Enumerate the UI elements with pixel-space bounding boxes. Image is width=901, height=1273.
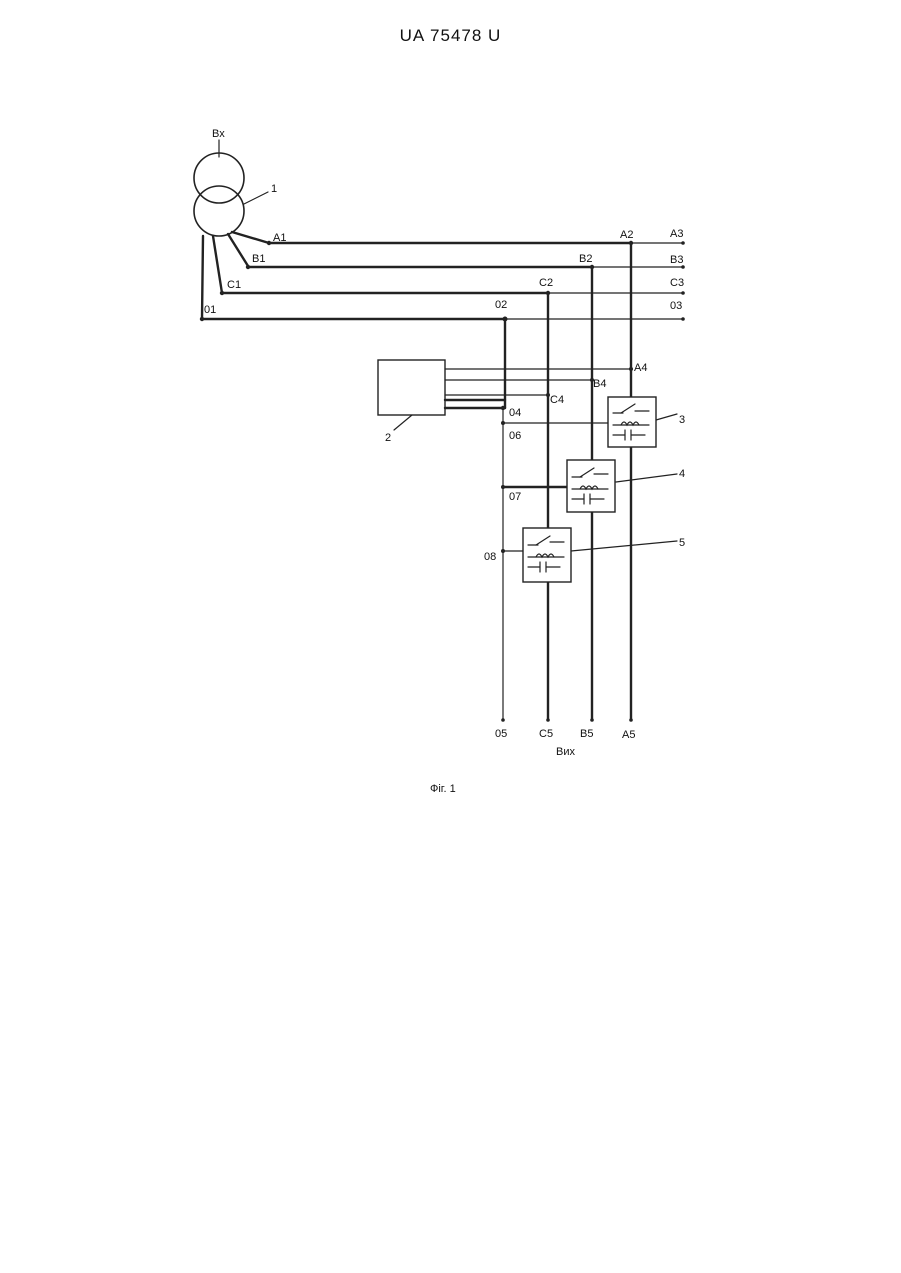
label-B2: B2 bbox=[579, 253, 592, 265]
label-O6: 06 bbox=[509, 430, 521, 442]
label-ref-2: 2 bbox=[385, 432, 391, 444]
label-C3: C3 bbox=[670, 277, 684, 289]
label-B3: B3 bbox=[670, 254, 683, 266]
label-output: Вих bbox=[556, 746, 575, 758]
bus-lines bbox=[202, 243, 683, 319]
label-ref-3: 3 bbox=[679, 414, 685, 426]
label-ref-4: 4 bbox=[679, 468, 685, 480]
label-C5: C5 bbox=[539, 728, 553, 740]
label-B4: B4 bbox=[593, 378, 606, 390]
figure-caption: Фіг. 1 bbox=[430, 783, 456, 795]
label-A2: A2 bbox=[620, 229, 633, 241]
label-O3: 03 bbox=[670, 300, 682, 312]
label-B1: B1 bbox=[252, 253, 265, 265]
label-O1: 01 bbox=[204, 304, 216, 316]
label-C4: C4 bbox=[550, 394, 564, 406]
label-B5: B5 bbox=[580, 728, 593, 740]
label-C1: C1 bbox=[227, 279, 241, 291]
label-A1: A1 bbox=[273, 232, 286, 244]
label-input: Вх bbox=[212, 128, 225, 140]
relay-5 bbox=[523, 528, 571, 582]
relay-3 bbox=[608, 397, 656, 447]
label-O2: 02 bbox=[495, 299, 507, 311]
label-O7: 07 bbox=[509, 491, 521, 503]
label-O4: 04 bbox=[509, 407, 521, 419]
label-O8: 08 bbox=[484, 551, 496, 563]
label-ref-1: 1 bbox=[271, 183, 277, 195]
label-C2: C2 bbox=[539, 277, 553, 289]
label-A5: A5 bbox=[622, 729, 635, 741]
transformer bbox=[194, 140, 268, 236]
label-ref-5: 5 bbox=[679, 537, 685, 549]
label-O5: 05 bbox=[495, 728, 507, 740]
label-A3: A3 bbox=[670, 228, 683, 240]
relay-4 bbox=[567, 460, 615, 512]
label-A4: A4 bbox=[634, 362, 647, 374]
